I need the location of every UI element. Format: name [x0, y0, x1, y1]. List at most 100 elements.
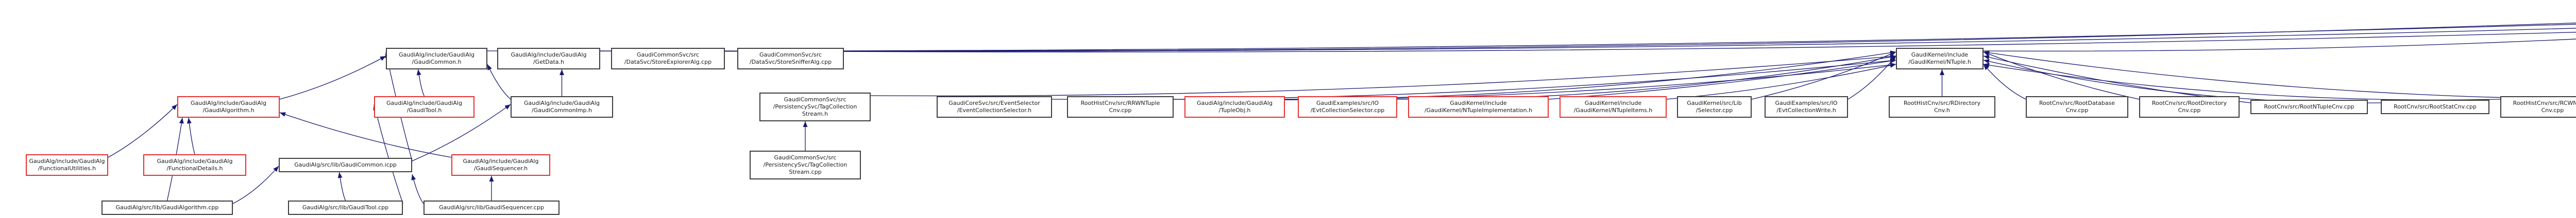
include-edge-A-root: [487, 24, 2576, 52]
graph-node-AE[interactable]: RootHistCnv/src/RCWNTupleCnv.cpp: [2500, 96, 2576, 118]
graph-node-AH[interactable]: GaudiAlg/include/GaudiAlg/FunctionalDeta…: [143, 154, 246, 176]
graph-node-label-line: GaudiCoreSvc/src/EventSelector: [948, 99, 1040, 106]
graph-node-B[interactable]: GaudiAlg/include/GaudiAlg/GetData.h: [497, 48, 600, 69]
graph-node-label-line: /TupleObj.h: [1218, 107, 1251, 114]
graph-node-label-line: /GetData.h: [533, 59, 565, 65]
graph-node-AK[interactable]: GaudiCommonSvc/src/PersistencySvc/TagCol…: [750, 151, 861, 179]
graph-node-label-line: /GaudiKernel/NTupleItems.h: [1573, 107, 1653, 114]
graph-node-label-line: GaudiAlg/include/GaudiAlg: [157, 157, 233, 165]
include-edge-AF-E: [1983, 51, 2576, 100]
include-edge-V-E: [1548, 60, 1896, 100]
graph-node-label-line: GaudiExamples/src/IO: [1775, 99, 1838, 106]
graph-node-label-line: /Selector.cpp: [1696, 107, 1733, 114]
graph-node-label-line: GaudiAlg/include/GaudiAlg: [386, 99, 462, 106]
graph-node-W[interactable]: GaudiKernel/include/GaudiKernel/NTupleIt…: [1560, 96, 1667, 118]
graph-node-R[interactable]: GaudiCoreSvc/src/EventSelector/EventColl…: [937, 96, 1052, 118]
graph-node-Y[interactable]: GaudiExamples/src/IO/EvtCollectionWrite.…: [1765, 96, 1848, 118]
graph-node-P[interactable]: GaudiAlg/include/GaudiAlg/GaudiCommonImp…: [511, 96, 613, 118]
edge-arrowhead: [803, 121, 808, 127]
graph-node-label-line: /FunctionalUtilities.h: [38, 165, 96, 172]
graph-node-label-line: Stream.h: [802, 111, 828, 118]
graph-node-AG[interactable]: GaudiAlg/include/GaudiAlg/FunctionalUtil…: [26, 154, 108, 176]
graph-node-label-line: /EventCollectionSelector.h: [957, 107, 1032, 114]
include-edge-AM-O: [374, 104, 403, 204]
edge-arrowhead: [489, 176, 494, 181]
graph-node-label-line: Stream.cpp: [789, 169, 822, 176]
graph-node-label-line: GaudiAlg/include/GaudiAlg: [511, 51, 587, 58]
include-edge-X-E: [1751, 51, 1896, 100]
graph-node-AC[interactable]: RootCnv/src/RootNTupleCnv.cpp: [2250, 100, 2368, 114]
graph-node-AI[interactable]: GaudiAlg/src/lib/GaudiCommon.icpp: [279, 158, 412, 172]
graph-node-label-line: RootHistCnv/src/RDirectory: [1903, 99, 1981, 106]
edge-arrowhead: [560, 69, 564, 75]
graph-node-label-line: GaudiCommonSvc/src: [759, 51, 822, 58]
graph-node-label-line: /EvtCollectionWrite.h: [1776, 107, 1836, 114]
graph-node-label-line: /GaudiTool.h: [406, 107, 442, 114]
graph-node-label-line: /GaudiCommonImp.h: [532, 107, 592, 114]
edge-arrowhead: [280, 112, 286, 117]
include-edge-Q-E: [870, 56, 1896, 97]
graph-node-label-line: Cnv.cpp: [1109, 107, 1132, 114]
edge-arrowhead: [504, 104, 511, 110]
graph-node-label-line: GaudiCommonSvc/src: [636, 51, 700, 58]
graph-node-label-line: GaudiKernel/include: [1450, 99, 1507, 106]
graph-node-label-line: RootCnv/src/RootDatabase: [2039, 99, 2115, 106]
graph-node-E[interactable]: GaudiKernel/include/GaudiKernel/NTuple.h: [1896, 48, 1984, 69]
edge-arrowhead: [411, 174, 416, 180]
graph-node-label-line: GaudiAlg/include/GaudiAlg: [1197, 99, 1273, 106]
graph-node-X[interactable]: GaudiKernel/src/Lib/Selector.cpp: [1677, 96, 1752, 118]
graph-node-label-line: GaudiAlg/include/GaudiAlg: [399, 51, 474, 58]
graph-node-U[interactable]: GaudiExamples/src/IO/EvtCollectionSelect…: [1298, 96, 1397, 118]
graph-node-label-line: GaudiAlg/include/GaudiAlg: [191, 99, 266, 106]
graph-node-label-line: /GaudiCommon.h: [412, 59, 462, 65]
include-edge-W-E: [1666, 64, 1896, 100]
include-edge-AI-P: [412, 104, 511, 161]
include-edge-AB-E: [1983, 51, 2140, 100]
graph-node-label-line: /GaudiSequencer.h: [473, 165, 528, 172]
graph-node-O[interactable]: GaudiAlg/include/GaudiAlg/GaudiTool.h: [374, 96, 474, 118]
edge-arrowhead: [337, 172, 343, 178]
graph-node-AJ[interactable]: GaudiAlg/include/GaudiAlg/GaudiSequencer…: [451, 154, 550, 176]
include-edge-AG-N: [108, 104, 178, 158]
edge-arrowhead: [1984, 55, 1990, 60]
edge-arrowhead: [171, 104, 177, 110]
graph-node-label-line: GaudiAlg/src/lib/GaudiSequencer.cpp: [439, 204, 544, 211]
graph-node-N[interactable]: GaudiAlg/include/GaudiAlg/GaudiAlgorithm…: [177, 96, 280, 118]
graph-node-V[interactable]: GaudiKernel/include/GaudiKernel/NTupleIm…: [1408, 96, 1549, 118]
graph-node-label-line: GaudiCommonSvc/src: [784, 96, 846, 103]
graph-node-AN[interactable]: GaudiAlg/src/lib/GaudiSequencer.cpp: [423, 201, 560, 215]
graph-node-AD[interactable]: RootCnv/src/RootStatCnv.cpp: [2381, 100, 2489, 114]
graph-node-label-line: GaudiAlg/src/lib/GaudiAlgorithm.cpp: [115, 204, 219, 211]
include-edge-T-E: [1284, 51, 1896, 100]
include-edge-AA-E: [1983, 64, 2026, 100]
edge-arrowhead: [416, 69, 421, 76]
graph-node-label-line: Cnv.cpp: [2065, 107, 2089, 114]
edge-arrowhead: [273, 166, 279, 172]
graph-node-label-line: /DataSvc/StoreExplorerAlg.cpp: [624, 59, 712, 65]
graph-node-label-line: GaudiAlg/include/GaudiAlg: [29, 157, 105, 165]
graph-node-label-line: RootCnv/src/RootStatCnv.cpp: [2394, 103, 2477, 110]
graph-node-Q[interactable]: GaudiCommonSvc/src/PersistencySvc/TagCol…: [759, 93, 871, 121]
include-edge-C-root: [724, 31, 2576, 52]
include-edge-D-root: [843, 23, 2576, 51]
graph-node-T[interactable]: GaudiAlg/include/GaudiAlg/TupleObj.h: [1184, 96, 1285, 118]
graph-node-D[interactable]: GaudiCommonSvc/src/DataSvc/StoreSnifferA…: [737, 48, 844, 69]
graph-node-AL[interactable]: GaudiAlg/src/lib/GaudiAlgorithm.cpp: [101, 201, 233, 215]
graph-node-A[interactable]: GaudiAlg/include/GaudiAlg/GaudiCommon.h: [386, 48, 487, 69]
graph-node-label-line: GaudiCommonSvc/src: [774, 154, 837, 161]
graph-node-label-line: Cnv.cpp: [2178, 107, 2201, 114]
graph-node-label-line: GaudiKernel/include: [1584, 99, 1642, 106]
graph-node-label-line: GaudiKernel/include: [1911, 51, 1969, 58]
edge-arrowhead: [1984, 63, 1990, 68]
include-edge-B-root: [600, 28, 2576, 52]
graph-node-C[interactable]: GaudiCommonSvc/src/DataSvc/StoreExplorer…: [611, 48, 725, 69]
edge-arrowhead: [1984, 50, 1990, 56]
edge-arrowhead: [1984, 64, 1989, 70]
graph-node-AM[interactable]: GaudiAlg/src/lib/GaudiTool.cpp: [288, 201, 403, 215]
edge-arrowhead: [1890, 56, 1896, 62]
edge-arrowhead: [1984, 59, 1990, 64]
